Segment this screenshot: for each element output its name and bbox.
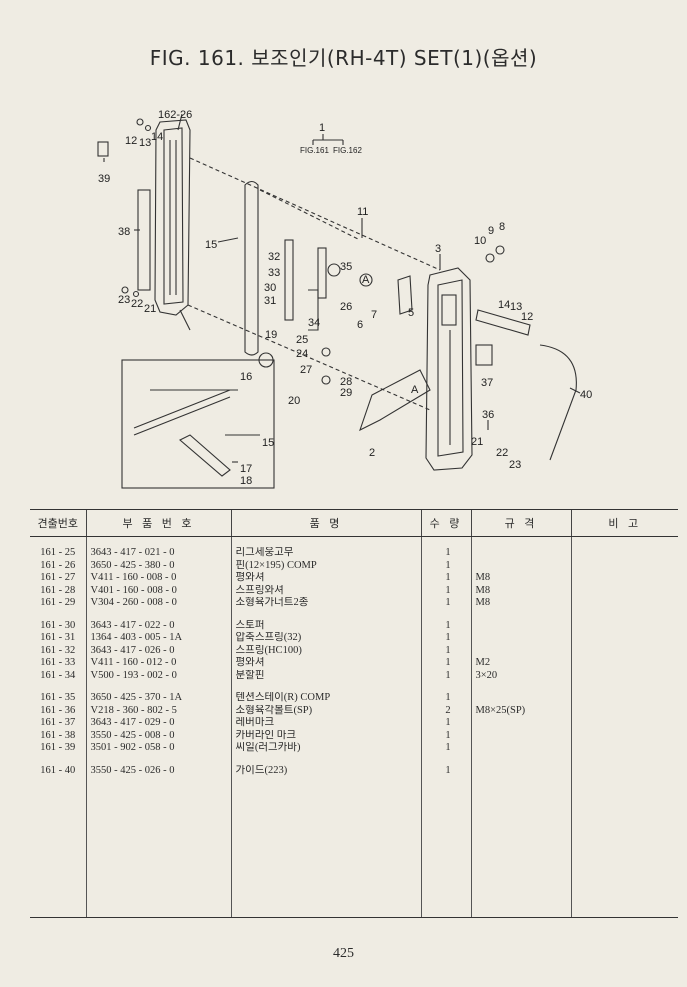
callout-3: 3: [435, 243, 441, 255]
callout-12: 12: [125, 135, 137, 147]
right-frame-assembly: [425, 267, 577, 471]
callout-5: 5: [408, 307, 414, 319]
callout-35: 35: [340, 261, 352, 273]
callout-28: 28: [340, 376, 352, 388]
callout-18: 18: [240, 475, 252, 487]
callout-27: 27: [300, 364, 312, 376]
left-frame-assembly: [97, 118, 191, 316]
callout-14-right: 14: [498, 299, 510, 311]
callout-26: 26: [340, 301, 352, 313]
callout-40: 40: [580, 389, 592, 401]
callout-14: 14: [151, 131, 163, 143]
callout-33: 33: [268, 267, 280, 279]
callout-36: 36: [482, 409, 494, 421]
callout-37: 37: [481, 377, 493, 389]
callout-9: 9: [488, 225, 494, 237]
leader-lines: [103, 113, 581, 430]
callout-8: 8: [499, 221, 505, 233]
pin-comp: [244, 180, 259, 356]
header-note: 비 고: [570, 509, 678, 537]
callout-19: 19: [265, 329, 277, 341]
callout-circle-a-2: A: [411, 384, 419, 396]
callout-2: 2: [369, 447, 375, 459]
callout-21: 21: [144, 303, 156, 315]
detail-inset: [121, 359, 275, 489]
callout-10: 10: [474, 235, 486, 247]
figure-reference-bracket: [312, 134, 344, 145]
callout-22-right: 22: [496, 447, 508, 459]
callout-38: 38: [118, 226, 130, 238]
callout-13: 13: [139, 137, 151, 149]
callout-24: 24: [296, 348, 308, 360]
callout-23: 23: [118, 294, 130, 306]
callout-32: 32: [268, 251, 280, 263]
callout-21-right: 21: [471, 436, 483, 448]
header-ref-no: 견출번호: [30, 509, 86, 537]
exploded-parts-diagram: 162-26 12 13 14 39 38 23 22 21 15 1 FIG.…: [97, 109, 592, 489]
callout-34: 34: [308, 317, 320, 329]
callout-11: 11: [357, 206, 368, 218]
header-part-no: 부 품 번 호: [85, 509, 231, 537]
callout-15-inset: 15: [262, 437, 274, 449]
callout-29: 29: [340, 387, 352, 399]
callout-circle-a-1: A: [362, 274, 370, 286]
callout-6: 6: [357, 319, 363, 331]
callout-39: 39: [98, 173, 110, 185]
callout-23-right: 23: [509, 459, 521, 471]
callout-fig161: FIG.161: [300, 146, 329, 155]
callout-1: 1: [319, 122, 325, 134]
callout-13-right: 13: [510, 301, 522, 313]
callout-25: 25: [296, 334, 308, 346]
assembly-lines: [187, 157, 441, 411]
header-quantity: 수 량: [420, 509, 471, 537]
spring-parts: [258, 239, 505, 432]
callout-162-26: 162-26: [158, 109, 192, 121]
page-number: 425: [333, 946, 354, 961]
header-part-name: 품 명: [230, 509, 421, 537]
callout-7: 7: [371, 309, 377, 321]
callout-fig162: FIG.162: [333, 146, 362, 155]
table-header-row: 견출번호 부 품 번 호 품 명 수 량 규 격 비 고: [30, 509, 678, 537]
callout-22: 22: [131, 298, 143, 310]
page-title: FIG. 161. 보조인기(RH-4T) SET(1)(옵션): [149, 46, 538, 70]
callout-30: 30: [264, 282, 276, 294]
header-spec: 규 격: [470, 509, 571, 537]
callout-20: 20: [288, 395, 300, 407]
callout-15: 15: [205, 239, 217, 251]
callout-12-right: 12: [521, 311, 533, 323]
callout-17: 17: [240, 463, 252, 475]
callout-31: 31: [264, 295, 276, 307]
callout-16: 16: [240, 371, 252, 383]
